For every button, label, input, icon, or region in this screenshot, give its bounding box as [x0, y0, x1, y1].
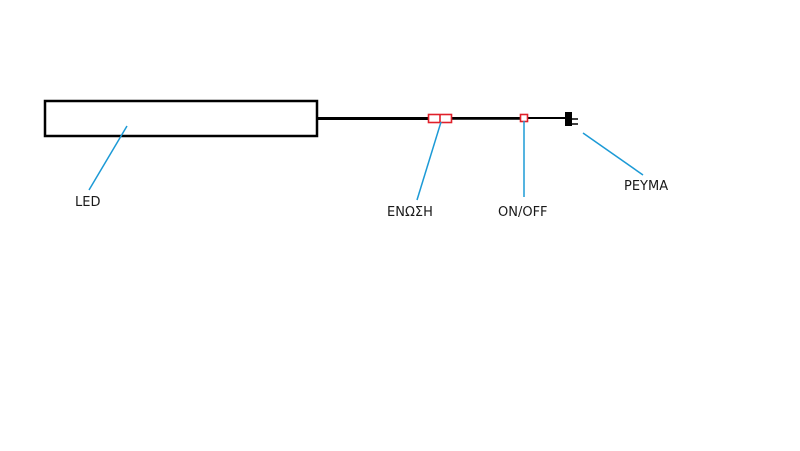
led-strip	[43, 99, 319, 138]
leader-line-power	[582, 132, 644, 176]
connector	[427, 113, 453, 124]
power-plug	[565, 112, 578, 126]
led-label: LED	[75, 195, 101, 210]
switch-label: ON/OFF	[498, 205, 548, 220]
leader-line-connection	[416, 121, 442, 201]
leader-line-led	[88, 125, 128, 191]
on-off-switch	[519, 113, 529, 123]
connection-label: ΕΝΩΣΗ	[387, 205, 433, 220]
power-label: ΡΕΥΜΑ	[624, 179, 669, 194]
